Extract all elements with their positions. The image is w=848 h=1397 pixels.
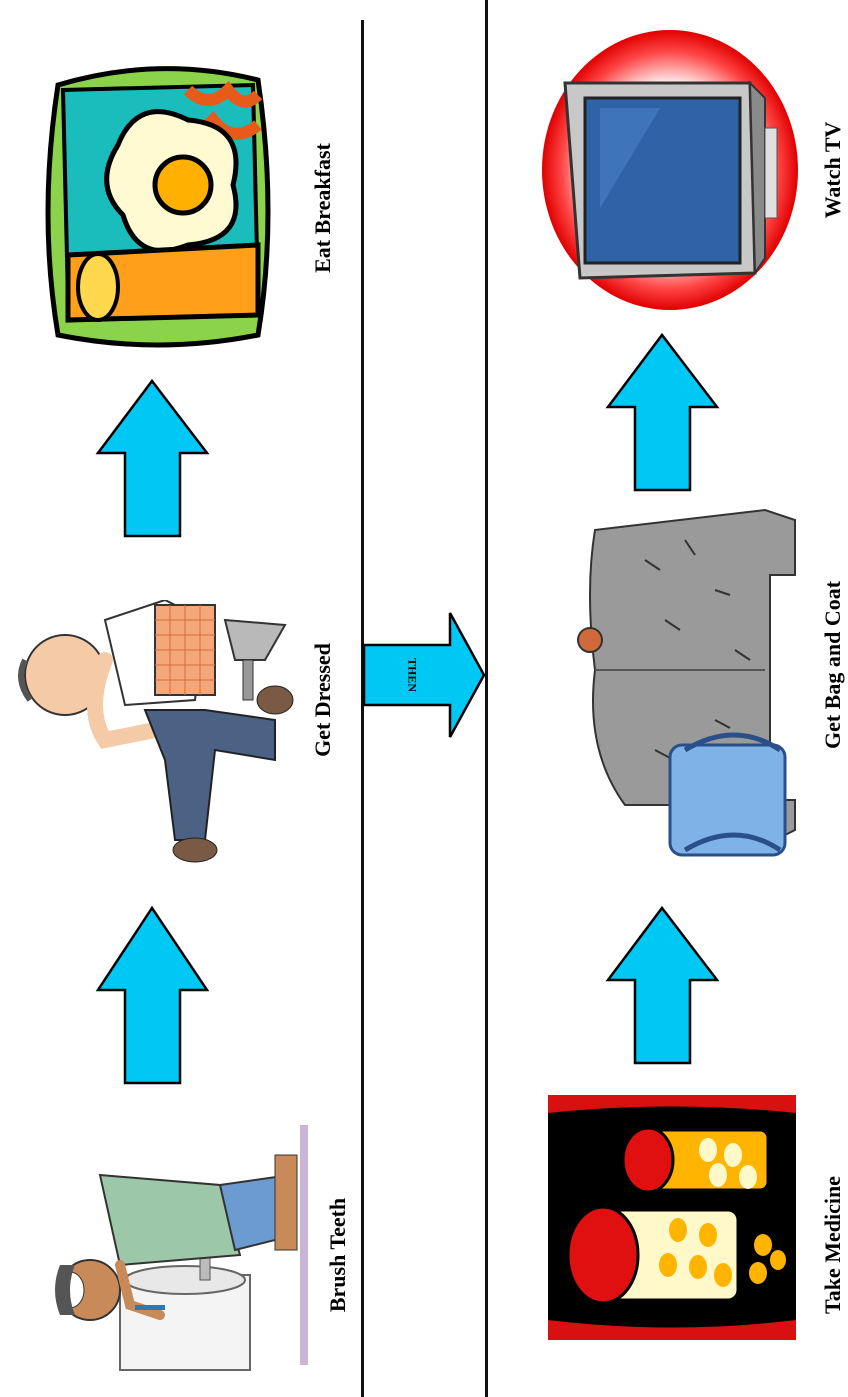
divider-line-right [485,0,488,1397]
bag-and-coat-icon [577,508,796,857]
brushing-teeth-icon [20,1115,310,1375]
step-label-take-medicine: Take Medicine [820,1176,845,1314]
step-label-get-dressed: Get Dressed [310,643,335,757]
breakfast-egg-icon [45,66,271,348]
up-arrow-icon [95,905,210,1085]
step-label-eat-breakfast: Eat Breakfast [310,143,335,273]
then-arrow-icon [362,612,486,738]
divider-line-left [361,20,364,1397]
step-label-get-bag-and-coat: Get Bag and Coat [820,580,845,750]
then-connector-label: THEN [405,657,420,693]
up-arrow-icon [605,332,720,492]
medicine-pills-icon [548,1095,796,1340]
step-label-brush-teeth: Brush Teeth [325,1197,350,1313]
up-arrow-icon [95,378,210,538]
getting-dressed-icon [5,600,295,865]
up-arrow-icon [605,905,720,1065]
step-label-watch-tv: Watch TV [820,121,845,219]
television-icon [542,30,798,310]
